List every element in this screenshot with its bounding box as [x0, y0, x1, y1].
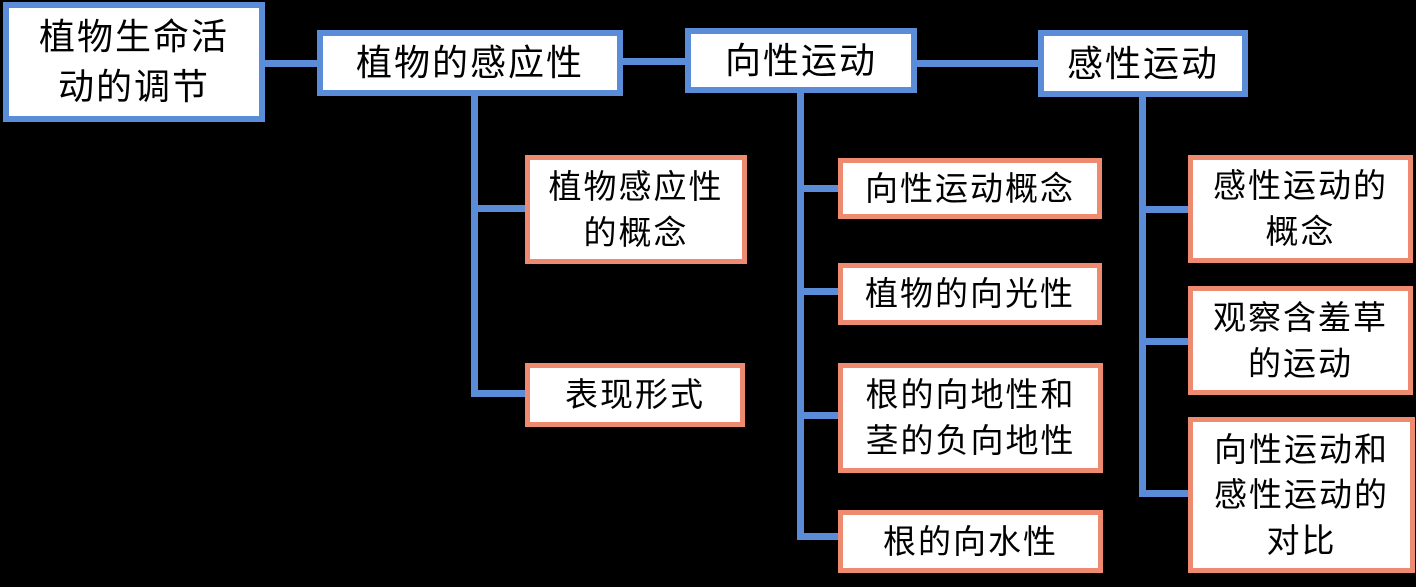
node-tropic-concept-label: 向性运动概念 [865, 169, 1075, 207]
node-hydrotropism: 根的向水性 [838, 510, 1103, 573]
node-plant-sensitivity: 植物的感应性 [317, 30, 623, 96]
node-tropic-nastic-comparison: 向性运动和 感性运动的 对比 [1188, 417, 1415, 573]
node-tropic-concept: 向性运动概念 [838, 158, 1102, 219]
node-plant-life-regulation: 植物生命活 动的调节 [3, 2, 265, 122]
node-mimosa-observation: 观察含羞草 的运动 [1188, 286, 1413, 395]
connector-sensitivity-to-tropic [623, 58, 685, 65]
node-plant-sensitivity-label: 植物的感应性 [355, 42, 584, 84]
node-expression-forms-label: 表现形式 [565, 376, 705, 414]
node-tropic-movement: 向性运动 [685, 28, 917, 93]
node-tropic-nastic-comparison-label: 向性运动和 感性运动的 对比 [1214, 430, 1389, 559]
node-phototropism-label: 植物的向光性 [865, 275, 1075, 313]
node-hydrotropism-label: 根的向水性 [883, 522, 1058, 560]
connector-mimosa-branch [1146, 338, 1188, 345]
node-sensitivity-concept-label: 植物感应性 的概念 [548, 167, 724, 251]
node-gravitropism-label: 根的向地性和 茎的负向地性 [865, 376, 1076, 459]
connector-expression-forms-branch [471, 390, 525, 397]
connector-hydrotropism-branch [797, 533, 838, 540]
node-tropic-movement-label: 向性运动 [724, 39, 877, 81]
node-nastic-concept: 感性运动的 概念 [1188, 155, 1413, 263]
node-nastic-movement-label: 感性运动 [1066, 42, 1219, 84]
connector-comparison-branch [1139, 490, 1188, 497]
connector-sensitivity-concept-branch [478, 205, 525, 212]
node-plant-life-regulation-label: 植物生命活 动的调节 [38, 16, 229, 107]
connector-gravitropism-branch [804, 412, 838, 419]
connector-tropic-trunk [797, 93, 804, 540]
node-phototropism: 植物的向光性 [838, 263, 1102, 325]
node-expression-forms: 表现形式 [525, 363, 745, 427]
node-nastic-movement: 感性运动 [1038, 30, 1248, 97]
node-gravitropism: 根的向地性和 茎的负向地性 [838, 363, 1103, 473]
node-nastic-concept-label: 感性运动的 概念 [1213, 167, 1388, 250]
connector-sensitivity-trunk [471, 96, 478, 397]
connector-root-to-sensitivity [265, 60, 317, 67]
node-sensitivity-concept: 植物感应性 的概念 [525, 155, 747, 264]
connector-nastic-trunk [1139, 97, 1146, 497]
node-mimosa-observation-label: 观察含羞草 的运动 [1213, 298, 1388, 382]
connector-tropic-concept-branch [804, 185, 838, 192]
connector-nastic-concept-branch [1146, 206, 1188, 213]
connector-phototropism-branch [804, 288, 838, 295]
connector-tropic-to-nastic [917, 60, 1038, 67]
